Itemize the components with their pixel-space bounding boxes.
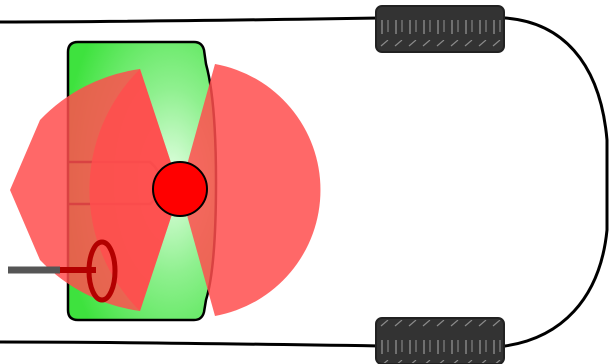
lever bbox=[8, 239, 118, 303]
lever-ring bbox=[86, 239, 118, 303]
front-left-wheel bbox=[375, 5, 505, 53]
car-body-outline bbox=[0, 16, 609, 348]
coverage-sector-right bbox=[180, 64, 321, 316]
front-right-wheel bbox=[375, 317, 505, 364]
coverage-sector-left-outer bbox=[10, 69, 180, 311]
coverage-zone bbox=[10, 64, 321, 316]
red-dot-icon bbox=[152, 161, 208, 217]
